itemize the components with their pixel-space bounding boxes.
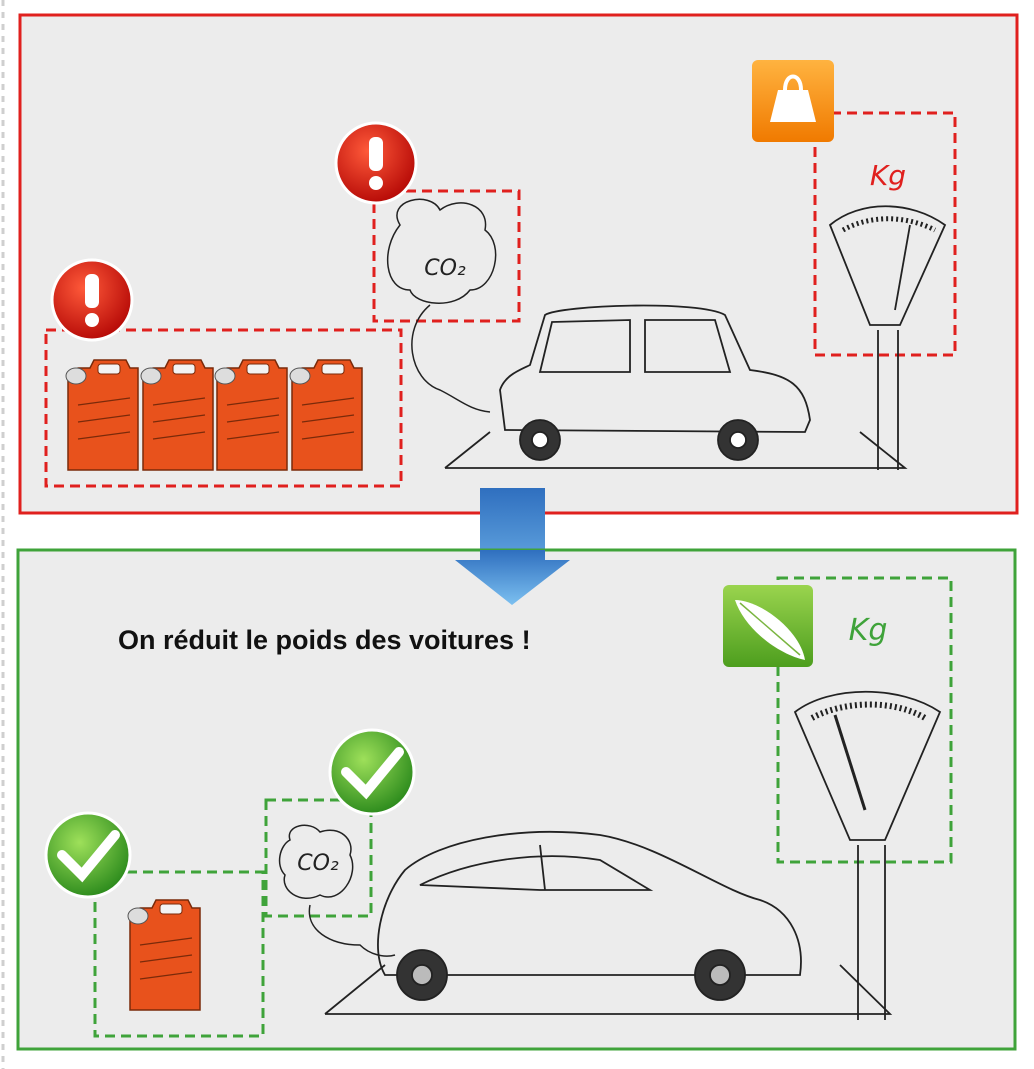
jerrycan-icon	[289, 359, 363, 471]
warning-icon	[334, 121, 418, 205]
scale-unit-label: Kg	[870, 159, 906, 192]
fuel-highlight-box	[44, 328, 403, 488]
jerrycan-icon	[214, 359, 288, 471]
co2-label: CO₂	[424, 256, 466, 281]
scale-drawing	[793, 690, 942, 1020]
jerrycan-icon	[127, 899, 201, 1011]
weight-icon	[752, 60, 834, 142]
co2-label: CO₂	[297, 851, 339, 876]
before-panel: CO₂ Kg	[18, 13, 1019, 515]
check-icon	[44, 811, 132, 899]
weight-highlight-box	[813, 111, 957, 357]
co2-highlight-box	[372, 189, 521, 323]
check-icon	[328, 728, 416, 816]
scale-drawing	[828, 205, 947, 470]
jerrycan-icon	[65, 359, 139, 471]
after-panel: On réduit le poids des voitures ! CO₂	[16, 548, 1017, 1051]
scale-unit-label: Kg	[849, 613, 888, 648]
weight-highlight-box	[776, 576, 953, 864]
feather-icon	[723, 585, 813, 667]
jerrycan-icon	[140, 359, 214, 471]
co2-highlight-box	[264, 798, 373, 918]
car-drawing	[324, 831, 893, 1015]
car-drawing	[444, 304, 908, 469]
caption: On réduit le poids des voitures !	[118, 625, 531, 655]
fuel-highlight-box	[93, 870, 265, 1038]
warning-icon	[50, 258, 134, 342]
